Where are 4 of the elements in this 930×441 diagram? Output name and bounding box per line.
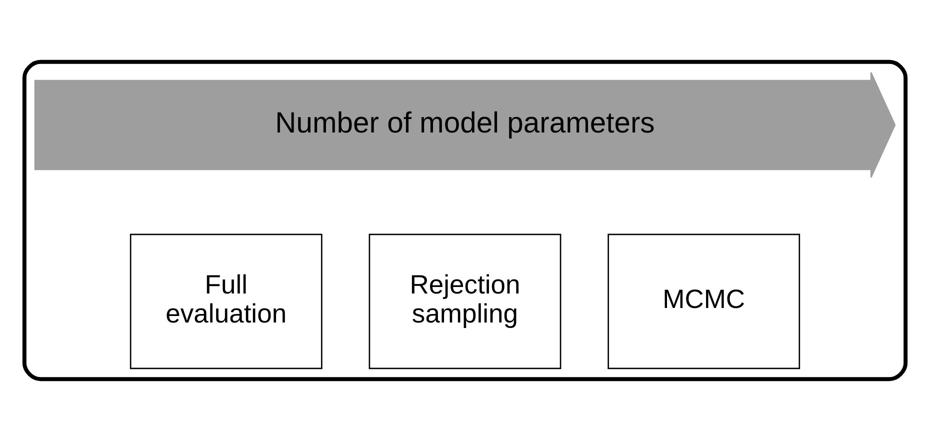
node-box: Full evaluation: [130, 234, 322, 370]
node-box: MCMC: [608, 234, 800, 370]
cluster: [22, 60, 908, 382]
node-box: Rejection sampling: [368, 234, 562, 370]
